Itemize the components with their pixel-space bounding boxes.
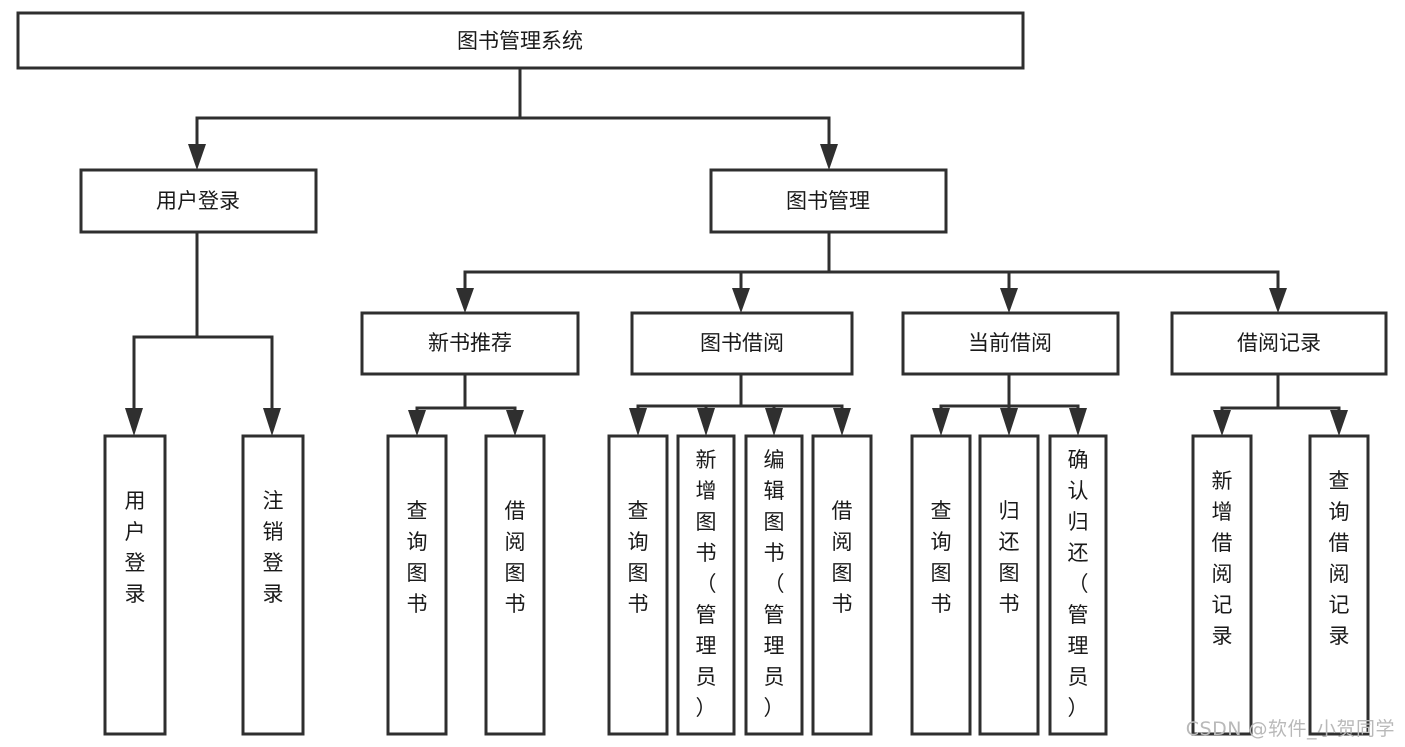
- arrow-bm-to-book-borrow: [732, 288, 750, 313]
- node-root-box[interactable]: [16, 11, 1025, 70]
- node-leaf-query-book-cur-label: 查询图书: [931, 499, 952, 616]
- node-leaf-query-book-bor-box[interactable]: [607, 434, 669, 736]
- node-leaf-query-borrow-record-box[interactable]: [1308, 434, 1370, 736]
- node-leaf-borrow-book-rec[interactable]: 借阅图书: [484, 434, 546, 736]
- arrow-br-leaf-1: [1213, 410, 1231, 436]
- node-leaf-add-book-admin-box[interactable]: [676, 434, 736, 736]
- node-leaf-add-borrow-record-box[interactable]: [1191, 434, 1253, 736]
- arrow-bm-to-current-borrow: [1000, 288, 1018, 313]
- node-current-borrow-box[interactable]: [901, 311, 1120, 376]
- node-leaf-add-borrow-record-label: 新增借阅记录: [1212, 469, 1233, 648]
- arrow-cb-leaf-2: [1000, 408, 1018, 436]
- node-leaf-borrow-book-bor-box[interactable]: [811, 434, 873, 736]
- node-leaf-query-book-bor-label: 查询图书: [628, 499, 649, 616]
- node-leaf-return-book[interactable]: 归还图书: [978, 434, 1040, 736]
- node-leaf-confirm-return-admin-box[interactable]: [1048, 434, 1108, 736]
- arrow-bm-to-new-book-recommend: [456, 288, 474, 313]
- arrow-cb-leaf-1: [932, 408, 950, 436]
- node-leaf-user-logout-label: 注销登录: [263, 489, 284, 606]
- node-leaf-borrow-book-bor[interactable]: 借阅图书: [811, 434, 873, 736]
- node-user-login-label: 用户登录: [156, 189, 240, 213]
- node-leaf-return-book-label: 归还图书: [999, 499, 1020, 616]
- node-leaf-query-book-bor[interactable]: 查询图书: [607, 434, 669, 736]
- node-leaf-query-book-rec-label: 查询图书: [407, 499, 428, 616]
- arrow-br-leaf-2: [1330, 410, 1348, 436]
- arrow-user-login-leaf-2: [263, 408, 281, 436]
- node-leaf-query-borrow-record-label: 查询借阅记录: [1329, 469, 1350, 648]
- node-leaf-user-login-box[interactable]: [103, 434, 167, 736]
- node-leaf-borrow-book-rec-box[interactable]: [484, 434, 546, 736]
- node-leaf-borrow-book-bor-label: 借阅图书: [832, 499, 853, 616]
- node-leaf-confirm-return-admin[interactable]: 确认归还（管理员）: [1048, 434, 1108, 736]
- node-leaf-user-logout[interactable]: 注销登录: [241, 434, 305, 736]
- node-leaf-query-book-rec[interactable]: 查询图书: [386, 434, 448, 736]
- arrow-bb-leaf-1: [629, 408, 647, 436]
- node-book-manage[interactable]: 图书管理: [709, 168, 948, 234]
- node-borrow-record-label: 借阅记录: [1237, 331, 1321, 355]
- node-leaf-edit-book-admin-label: 编辑图书（管理员）: [764, 448, 785, 720]
- node-leaf-user-logout-box[interactable]: [241, 434, 305, 736]
- node-new-book-recommend-box[interactable]: [360, 311, 580, 376]
- node-book-borrow[interactable]: 图书借阅: [630, 311, 854, 376]
- node-leaf-user-login-label: 用户登录: [125, 489, 146, 606]
- node-user-login-box[interactable]: [79, 168, 318, 234]
- arrow-cb-leaf-3: [1069, 408, 1087, 436]
- node-current-borrow-label: 当前借阅: [968, 331, 1052, 355]
- node-new-book-recommend[interactable]: 新书推荐: [360, 311, 580, 376]
- node-book-manage-box[interactable]: [709, 168, 948, 234]
- node-leaf-borrow-book-rec-label: 借阅图书: [505, 499, 526, 616]
- node-borrow-record[interactable]: 借阅记录: [1170, 311, 1388, 376]
- arrow-root-to-book-manage: [820, 144, 838, 170]
- node-leaf-add-borrow-record[interactable]: 新增借阅记录: [1191, 434, 1253, 736]
- arrow-user-login-leaf-1: [125, 408, 143, 436]
- arrow-root-to-user-login: [188, 144, 206, 170]
- node-leaf-edit-book-admin-box[interactable]: [744, 434, 804, 736]
- node-new-book-recommend-label: 新书推荐: [428, 331, 512, 355]
- node-leaf-query-book-rec-box[interactable]: [386, 434, 448, 736]
- node-book-borrow-box[interactable]: [630, 311, 854, 376]
- node-borrow-record-box[interactable]: [1170, 311, 1388, 376]
- node-leaf-edit-book-admin[interactable]: 编辑图书（管理员）: [744, 434, 804, 736]
- arrow-nb-leaf-1: [408, 410, 426, 436]
- node-leaf-query-book-cur[interactable]: 查询图书: [910, 434, 972, 736]
- arrow-nb-leaf-2: [506, 410, 524, 436]
- node-book-borrow-label: 图书借阅: [700, 331, 784, 355]
- connectors-layer: [125, 66, 1348, 436]
- arrow-bb-leaf-3: [765, 408, 783, 436]
- node-book-manage-label: 图书管理: [786, 189, 870, 213]
- node-leaf-return-book-box[interactable]: [978, 434, 1040, 736]
- leaf-nodes-layer: 用户登录 注销登录 查询图书 借阅图书 查询图书 新增图书（管理员）: [103, 434, 1370, 736]
- node-current-borrow[interactable]: 当前借阅: [901, 311, 1120, 376]
- node-root-label: 图书管理系统: [457, 29, 583, 53]
- node-leaf-user-login[interactable]: 用户登录: [103, 434, 167, 736]
- arrow-bb-leaf-4: [833, 408, 851, 436]
- node-leaf-confirm-return-admin-label: 确认归还（管理员）: [1068, 448, 1089, 720]
- node-leaf-query-book-cur-box[interactable]: [910, 434, 972, 736]
- node-leaf-query-borrow-record[interactable]: 查询借阅记录: [1308, 434, 1370, 736]
- node-root[interactable]: 图书管理系统: [16, 11, 1025, 70]
- node-user-login[interactable]: 用户登录: [79, 168, 318, 234]
- arrow-bm-to-borrow-record: [1269, 288, 1287, 313]
- node-leaf-add-book-admin-label: 新增图书（管理员）: [696, 448, 717, 720]
- arrow-bb-leaf-2: [697, 408, 715, 436]
- node-leaf-add-book-admin[interactable]: 新增图书（管理员）: [676, 434, 736, 736]
